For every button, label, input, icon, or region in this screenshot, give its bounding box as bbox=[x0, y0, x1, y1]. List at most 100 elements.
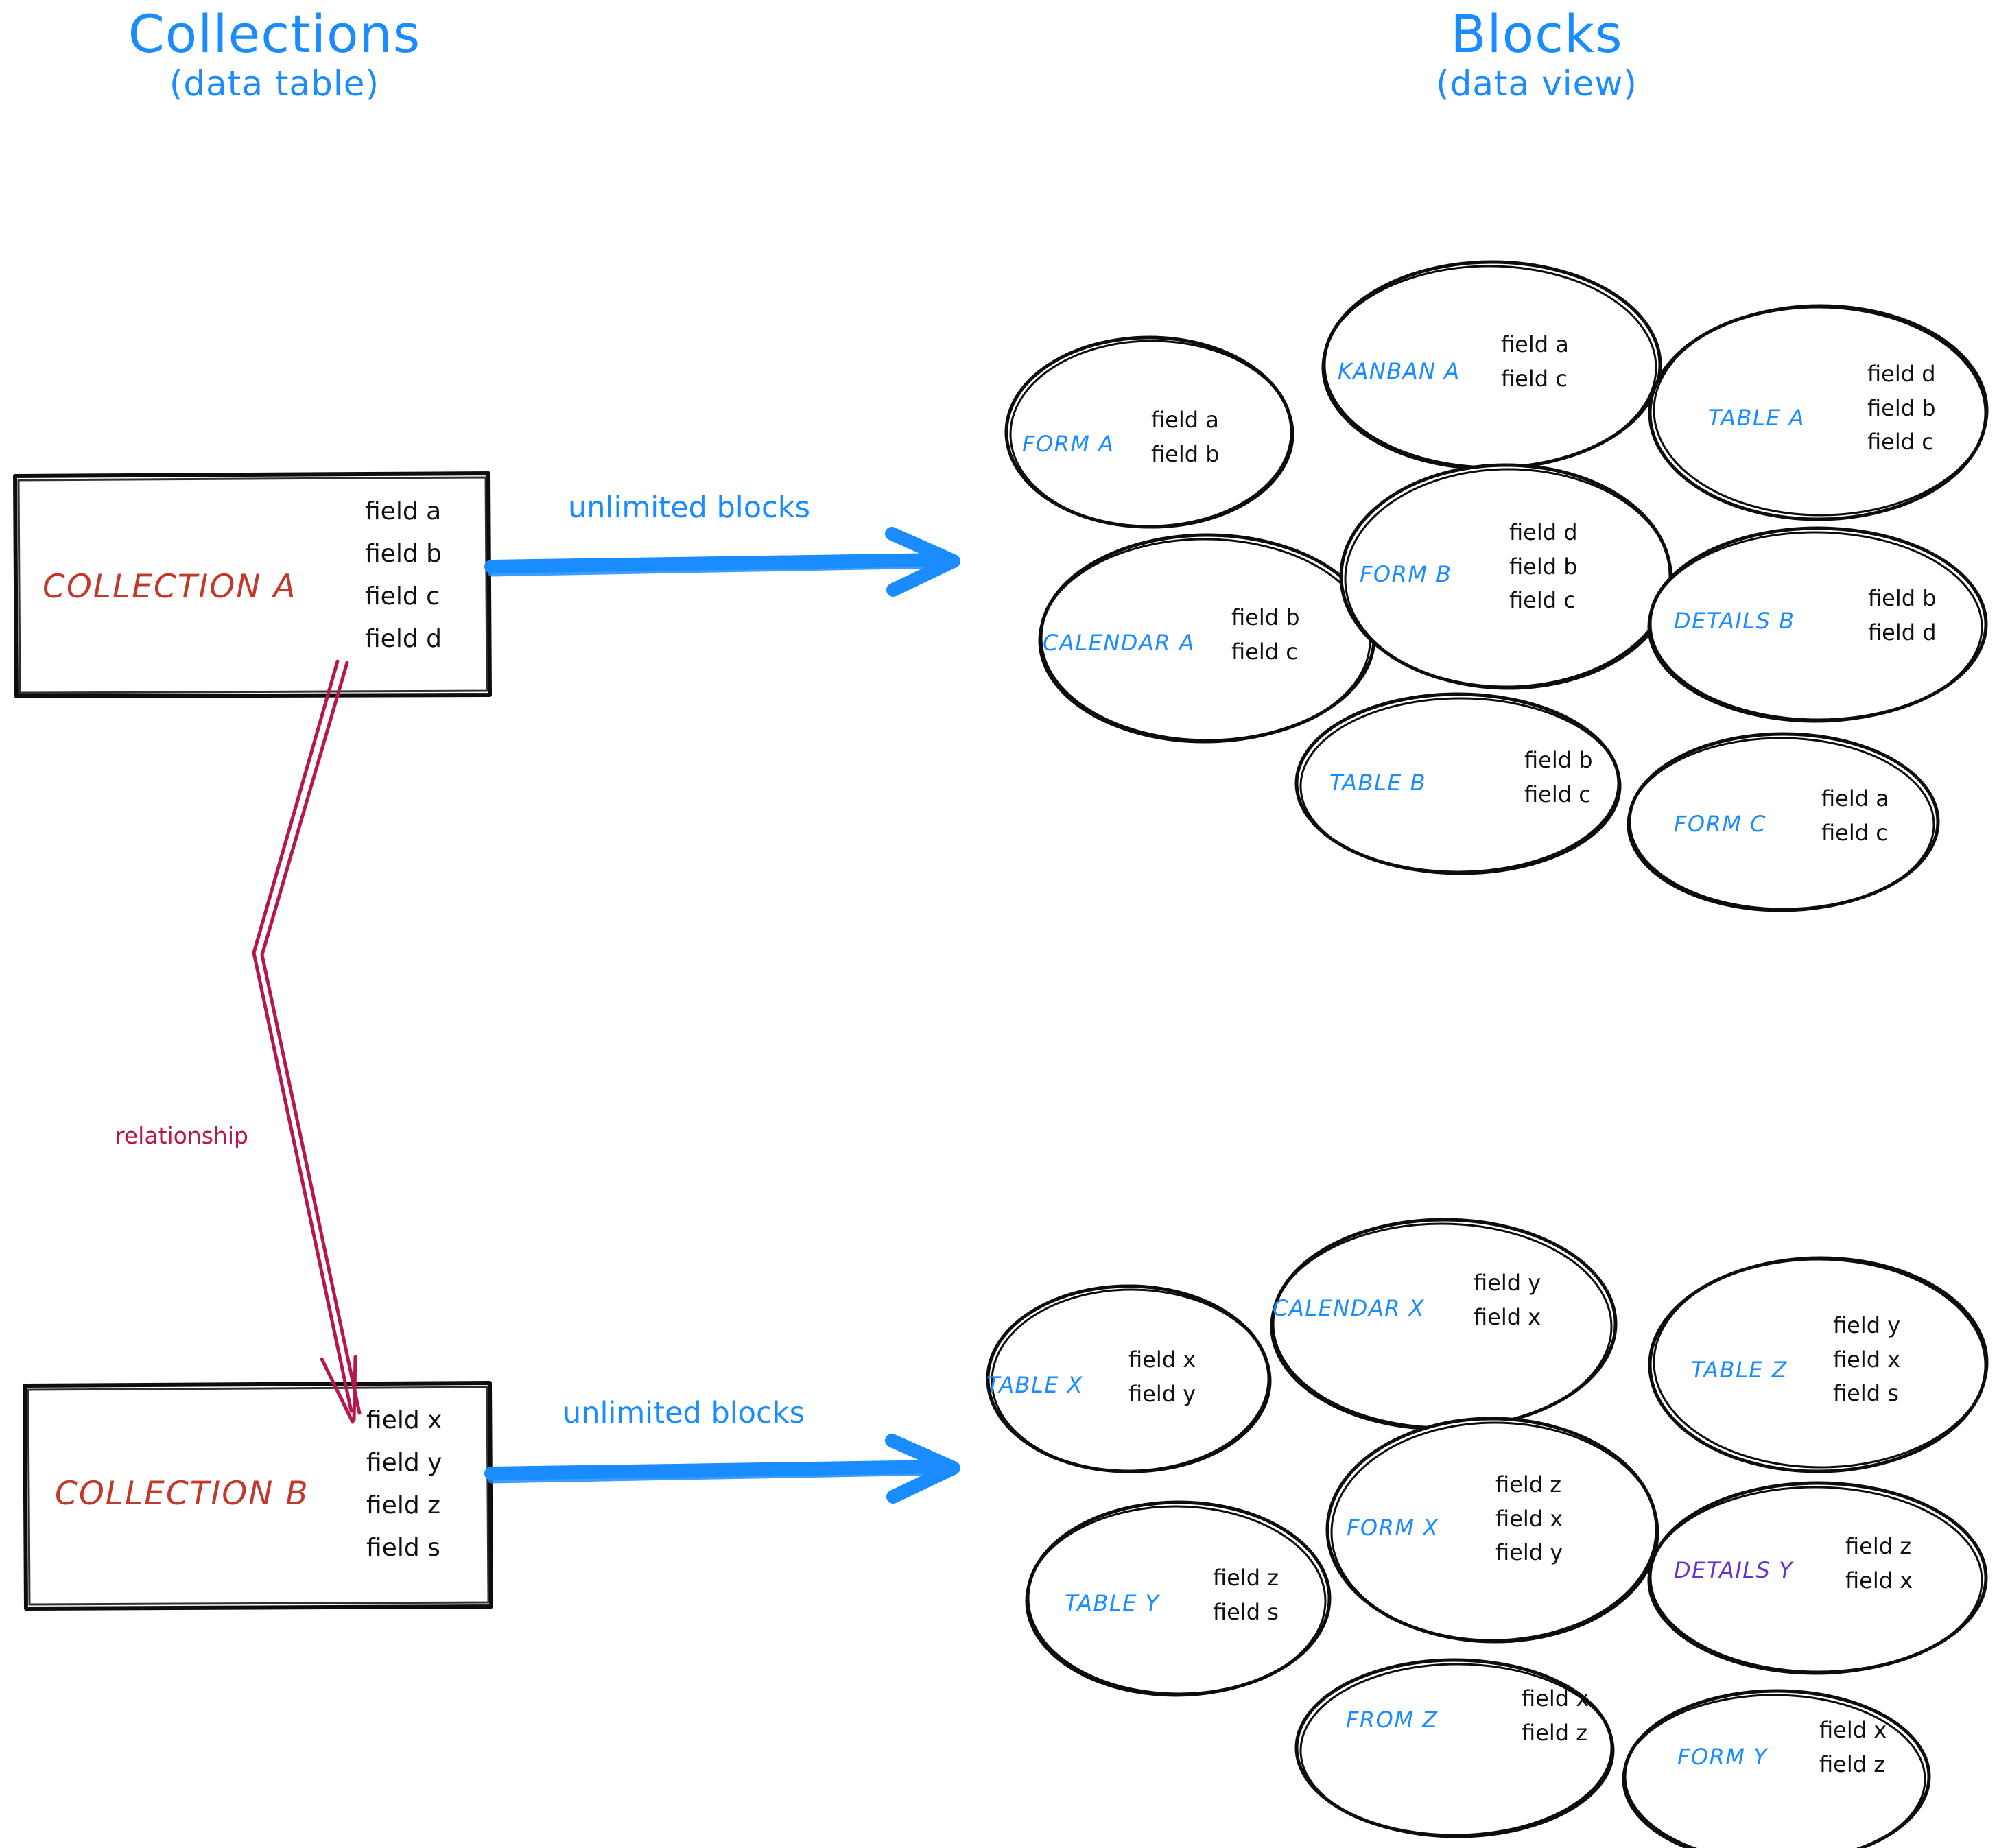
field-row: field y bbox=[1833, 1312, 1901, 1338]
collection-a-field-3: field d bbox=[365, 624, 442, 653]
field-row: field s bbox=[1213, 1598, 1279, 1625]
collection-a-box bbox=[13, 471, 492, 698]
field-row: field c bbox=[1231, 638, 1298, 665]
block-label-kanban-a: KANBAN A bbox=[1338, 358, 1461, 384]
blocks-top-ellipses bbox=[1004, 260, 1989, 912]
heading-blocks-title: Blocks bbox=[1450, 3, 1623, 64]
field-row: field c bbox=[1524, 781, 1591, 807]
block-fields-form-a: field a field b bbox=[1151, 403, 1220, 471]
block-fields-calendar-x: field y field x bbox=[1474, 1266, 1541, 1334]
block-fields-form-x: field z field x field y bbox=[1495, 1468, 1563, 1570]
field-row: field z bbox=[1495, 1471, 1562, 1497]
field-row: field c bbox=[1867, 429, 1934, 455]
ellipse-table-a-2 bbox=[1653, 304, 1989, 517]
field-row: field b bbox=[1231, 604, 1300, 630]
block-label-table-a: TABLE A bbox=[1708, 405, 1806, 431]
collection-b-field-1: field y bbox=[366, 1448, 442, 1477]
block-fields-details-b: field b field d bbox=[1868, 582, 1937, 650]
field-row: field z bbox=[1845, 1533, 1912, 1559]
heading-blocks-subtitle: (data view) bbox=[1436, 63, 1637, 104]
ellipse-form-y bbox=[1622, 1689, 1931, 1848]
block-fields-kanban-a: field a field c bbox=[1501, 328, 1569, 396]
ellipse-table-b bbox=[1294, 692, 1621, 875]
ellipse-details-y bbox=[1648, 1481, 1988, 1674]
block-fields-table-x: field x field y bbox=[1128, 1343, 1196, 1411]
field-row: field c bbox=[1821, 819, 1888, 846]
field-row: field b bbox=[1867, 394, 1936, 421]
ellipse-form-x bbox=[1325, 1417, 1659, 1643]
relationship-label: relationship bbox=[115, 1122, 248, 1149]
field-row: field z bbox=[1819, 1751, 1886, 1777]
field-row: field x bbox=[1522, 1685, 1589, 1711]
arrow-label-bottom: unlimited blocks bbox=[563, 1396, 805, 1430]
block-label-form-a: FORM A bbox=[1022, 431, 1115, 457]
ellipse-table-a bbox=[1648, 305, 1988, 521]
block-label-table-x: TABLE X bbox=[986, 1372, 1084, 1398]
ellipse-table-x-2 bbox=[991, 1288, 1272, 1473]
field-row: field b bbox=[1151, 440, 1220, 467]
ellipse-details-b-2 bbox=[1647, 531, 1983, 723]
ellipse-table-y bbox=[1026, 1500, 1332, 1696]
heading-blocks: Blocks (data view) bbox=[1345, 7, 1729, 106]
heading-collections-subtitle: (data table) bbox=[169, 63, 380, 104]
field-row: field a bbox=[1151, 407, 1219, 433]
collection-a-field-0: field a bbox=[365, 497, 442, 525]
field-row: field a bbox=[1821, 785, 1889, 812]
ellipse-details-b bbox=[1648, 526, 1988, 722]
blocks-bottom-ellipses bbox=[986, 1218, 1989, 1848]
heading-collections: Collections (data table) bbox=[82, 7, 466, 106]
heading-collections-title: Collections bbox=[128, 3, 421, 64]
field-row: field x bbox=[1128, 1347, 1196, 1373]
field-row: field c bbox=[1501, 365, 1568, 392]
field-row: field y bbox=[1128, 1380, 1196, 1407]
field-row: field b bbox=[1868, 585, 1937, 611]
field-row: field z bbox=[1522, 1719, 1588, 1746]
unlimited-blocks-arrow-top bbox=[484, 527, 960, 597]
field-row: field b bbox=[1509, 553, 1578, 580]
block-label-form-x: FORM X bbox=[1347, 1515, 1439, 1541]
block-fields-form-y: field x field z bbox=[1819, 1714, 1887, 1781]
ellipse-form-y-2 bbox=[1622, 1694, 1926, 1848]
unlimited-blocks-arrow-bottom bbox=[484, 1434, 960, 1504]
block-fields-table-a: field d field b field c bbox=[1867, 357, 1936, 460]
field-row: field a bbox=[1501, 331, 1569, 357]
relationship-connector bbox=[252, 659, 362, 1424]
ellipse-table-z-2 bbox=[1653, 1256, 1989, 1469]
ellipse-details-y-2 bbox=[1647, 1486, 1983, 1675]
collection-b-name: COLLECTION B bbox=[55, 1475, 309, 1513]
field-row: field d bbox=[1868, 619, 1937, 645]
field-row: field y bbox=[1495, 1539, 1563, 1566]
collection-a-field-1: field b bbox=[365, 539, 442, 568]
block-label-form-c: FORM C bbox=[1674, 811, 1766, 837]
block-fields-table-z: field y field x field s bbox=[1833, 1309, 1900, 1411]
collection-b-fields: field x field y field z field s bbox=[366, 1399, 442, 1569]
arrow-label-top: unlimited blocks bbox=[568, 490, 811, 525]
block-fields-table-y: field z field s bbox=[1213, 1561, 1279, 1629]
ellipse-form-a-2 bbox=[1009, 340, 1294, 529]
block-label-from-z: FROM Z bbox=[1346, 1707, 1439, 1733]
block-fields-table-b: field b field c bbox=[1524, 744, 1593, 812]
ellipse-form-c bbox=[1627, 732, 1940, 912]
ellipse-form-x-2 bbox=[1330, 1421, 1659, 1644]
ellipse-table-b-2 bbox=[1299, 697, 1622, 875]
block-label-calendar-x: CALENDAR X bbox=[1273, 1295, 1426, 1321]
field-row: field b bbox=[1524, 747, 1593, 773]
ellipse-from-z bbox=[1294, 1658, 1614, 1838]
field-row: field d bbox=[1509, 519, 1578, 545]
block-label-form-y: FORM Y bbox=[1677, 1744, 1769, 1770]
block-fields-from-z: field x field z bbox=[1522, 1682, 1589, 1750]
block-fields-calendar-a: field b field c bbox=[1231, 601, 1300, 669]
block-fields-form-c: field a field c bbox=[1821, 782, 1889, 850]
block-label-form-b: FORM B bbox=[1360, 561, 1452, 587]
field-row: field x bbox=[1474, 1303, 1541, 1330]
field-row: field x bbox=[1833, 1346, 1901, 1373]
collection-a-name: COLLECTION A bbox=[43, 568, 297, 606]
collection-b-field-0: field x bbox=[366, 1406, 442, 1434]
collection-a-fields: field a field b field c field d bbox=[365, 490, 442, 661]
block-fields-form-b: field d field b field c bbox=[1509, 516, 1578, 618]
field-row: field c bbox=[1509, 587, 1576, 614]
field-row: field d bbox=[1867, 361, 1936, 387]
block-label-details-y: DETAILS Y bbox=[1674, 1557, 1794, 1583]
